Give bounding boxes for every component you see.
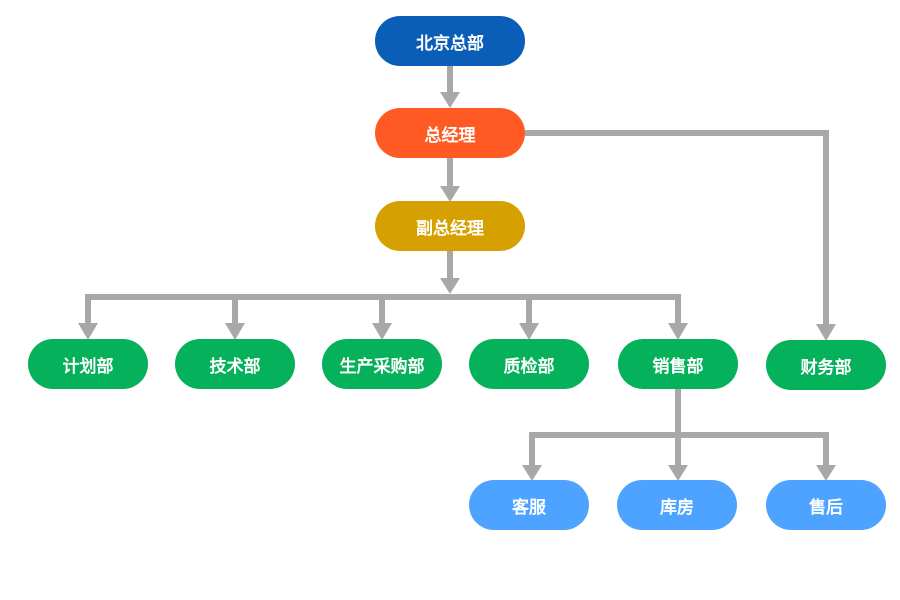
arrowhead-sales (668, 323, 688, 340)
node-quality-inspection-dept: 质检部 (469, 339, 589, 389)
node-production-purchasing-dept: 生产采购部 (322, 339, 442, 389)
node-planning-dept: 计划部 (28, 339, 148, 389)
node-sales-dept: 销售部 (618, 339, 738, 389)
connector-arrowheads (78, 92, 836, 481)
node-customer-service: 客服 (469, 480, 589, 530)
arrowhead-service (522, 465, 542, 481)
node-warehouse: 库房 (617, 480, 737, 530)
arrowhead-gm (440, 92, 460, 108)
arrowhead-planning (78, 323, 98, 340)
node-beijing-hq: 北京总部 (375, 16, 525, 66)
connector-gm-finance (525, 130, 829, 324)
arrowhead-qc (519, 323, 539, 340)
node-general-manager: 总经理 (375, 108, 525, 158)
arrowhead-bus (440, 278, 460, 294)
node-after-sales: 售后 (766, 480, 886, 530)
node-tech-dept: 技术部 (175, 339, 295, 389)
connector-lines (85, 66, 829, 465)
arrowhead-production (372, 323, 392, 340)
arrowhead-warehouse (668, 465, 688, 481)
arrowhead-finance (816, 324, 836, 341)
node-finance-dept: 财务部 (766, 340, 886, 390)
arrowhead-vgm (440, 186, 460, 202)
node-vice-general-manager: 副总经理 (375, 201, 525, 251)
arrowhead-aftersales (816, 465, 836, 481)
arrowhead-tech (225, 323, 245, 340)
